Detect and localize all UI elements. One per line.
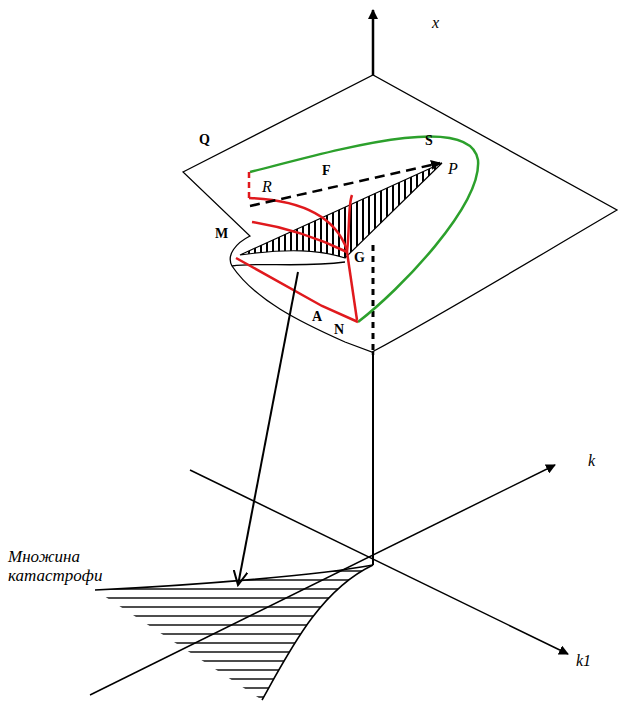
- point-label: R: [262, 178, 272, 196]
- point-label: Q: [199, 132, 210, 147]
- point-label: M: [215, 226, 228, 241]
- axis-label: x: [432, 14, 439, 32]
- point-label: G: [354, 250, 365, 265]
- point-label: S: [425, 133, 433, 148]
- point-label: A: [312, 309, 322, 324]
- point-label: N: [334, 322, 344, 337]
- axis-label: k1: [576, 652, 591, 670]
- point-label: P: [448, 160, 458, 178]
- point-label: F: [322, 163, 331, 178]
- catastrophe-set-label: Множина катастрофи: [8, 548, 120, 585]
- axis-label: k: [588, 452, 595, 470]
